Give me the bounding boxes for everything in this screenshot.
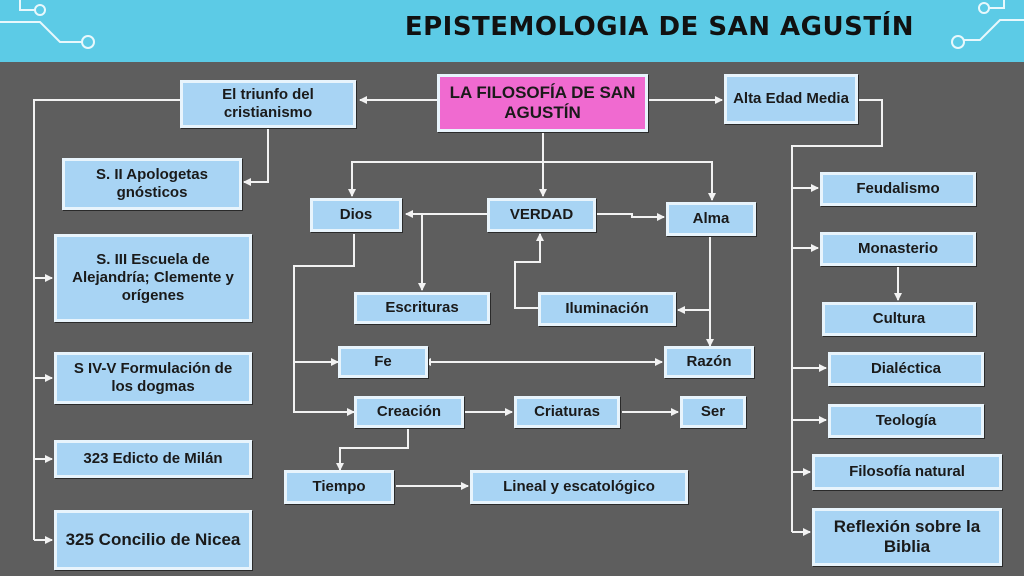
node-reflexion-sobre-la-biblia: Reflexión sobre la Biblia [812, 508, 1002, 566]
left-spine [33, 99, 180, 540]
node-escuela-de-alejandria: S. III Escuela de Alejandría; Clemente y… [54, 234, 252, 322]
node-concilio-de-nicea: 325 Concilio de Nicea [54, 510, 252, 570]
link-iluminacion-verdad [514, 233, 544, 309]
connector-lines [33, 96, 902, 544]
link-verdad-alma [596, 213, 665, 221]
circuit-decoration-left [0, 0, 95, 49]
node-lineal-y-escatologico: Lineal y escatológico [470, 470, 688, 504]
node-cultura: Cultura [822, 302, 976, 336]
node-creacion: Creación [354, 396, 464, 428]
node-formulacion-de-los-dogmas: S IV-V Formulación de los dogmas [54, 352, 252, 404]
node-tiempo: Tiempo [284, 470, 394, 504]
node-razon: Razón [664, 346, 754, 378]
node-alta-edad-media: Alta Edad Media [724, 74, 858, 124]
page-title: EPISTEMOLOGIA DE SAN AGUSTÍN [404, 12, 914, 42]
node-la-filosofia-de-san-agustin: LA FILOSOFÍA DE SAN AGUSTÍN [437, 74, 648, 132]
link-to-escrituras [418, 213, 450, 291]
node-el-triunfo-del-cristianismo: El triunfo del cristianismo [180, 80, 356, 128]
node-monasterio: Monasterio [820, 232, 976, 266]
node-teologia: Teología [828, 404, 984, 438]
node-fe: Fe [338, 346, 428, 378]
node-edicto-de-milan: 323 Edicto de Milán [54, 440, 252, 478]
link-triunfo-apologetas [243, 128, 269, 186]
node-dios: Dios [310, 198, 402, 232]
node-criaturas: Criaturas [514, 396, 620, 428]
header-bar: EPISTEMOLOGIA DE SAN AGUSTÍN [0, 0, 1024, 62]
node-verdad: VERDAD [487, 198, 596, 232]
link-creacion-tiempo [336, 428, 409, 471]
link-dios-spine [293, 234, 355, 416]
circuit-decoration-right [951, 0, 1024, 49]
node-dialectica: Dialéctica [828, 352, 984, 386]
node-feudalismo: Feudalismo [820, 172, 976, 206]
node-filosofia-natural: Filosofía natural [812, 454, 1002, 490]
node-escrituras: Escrituras [354, 292, 490, 324]
link-root-alma [543, 161, 716, 201]
link-root-branch [348, 132, 544, 197]
link-altaedad-spine [791, 99, 883, 532]
node-apologetas-gnosticos: S. II Apologetas gnósticos [62, 158, 242, 210]
concept-map: LA FILOSOFÍA DE SAN AGUSTÍN El triunfo d… [0, 62, 1024, 576]
node-alma: Alma [666, 202, 756, 236]
node-iluminacion: Iluminación [538, 292, 676, 326]
node-ser: Ser [680, 396, 746, 428]
